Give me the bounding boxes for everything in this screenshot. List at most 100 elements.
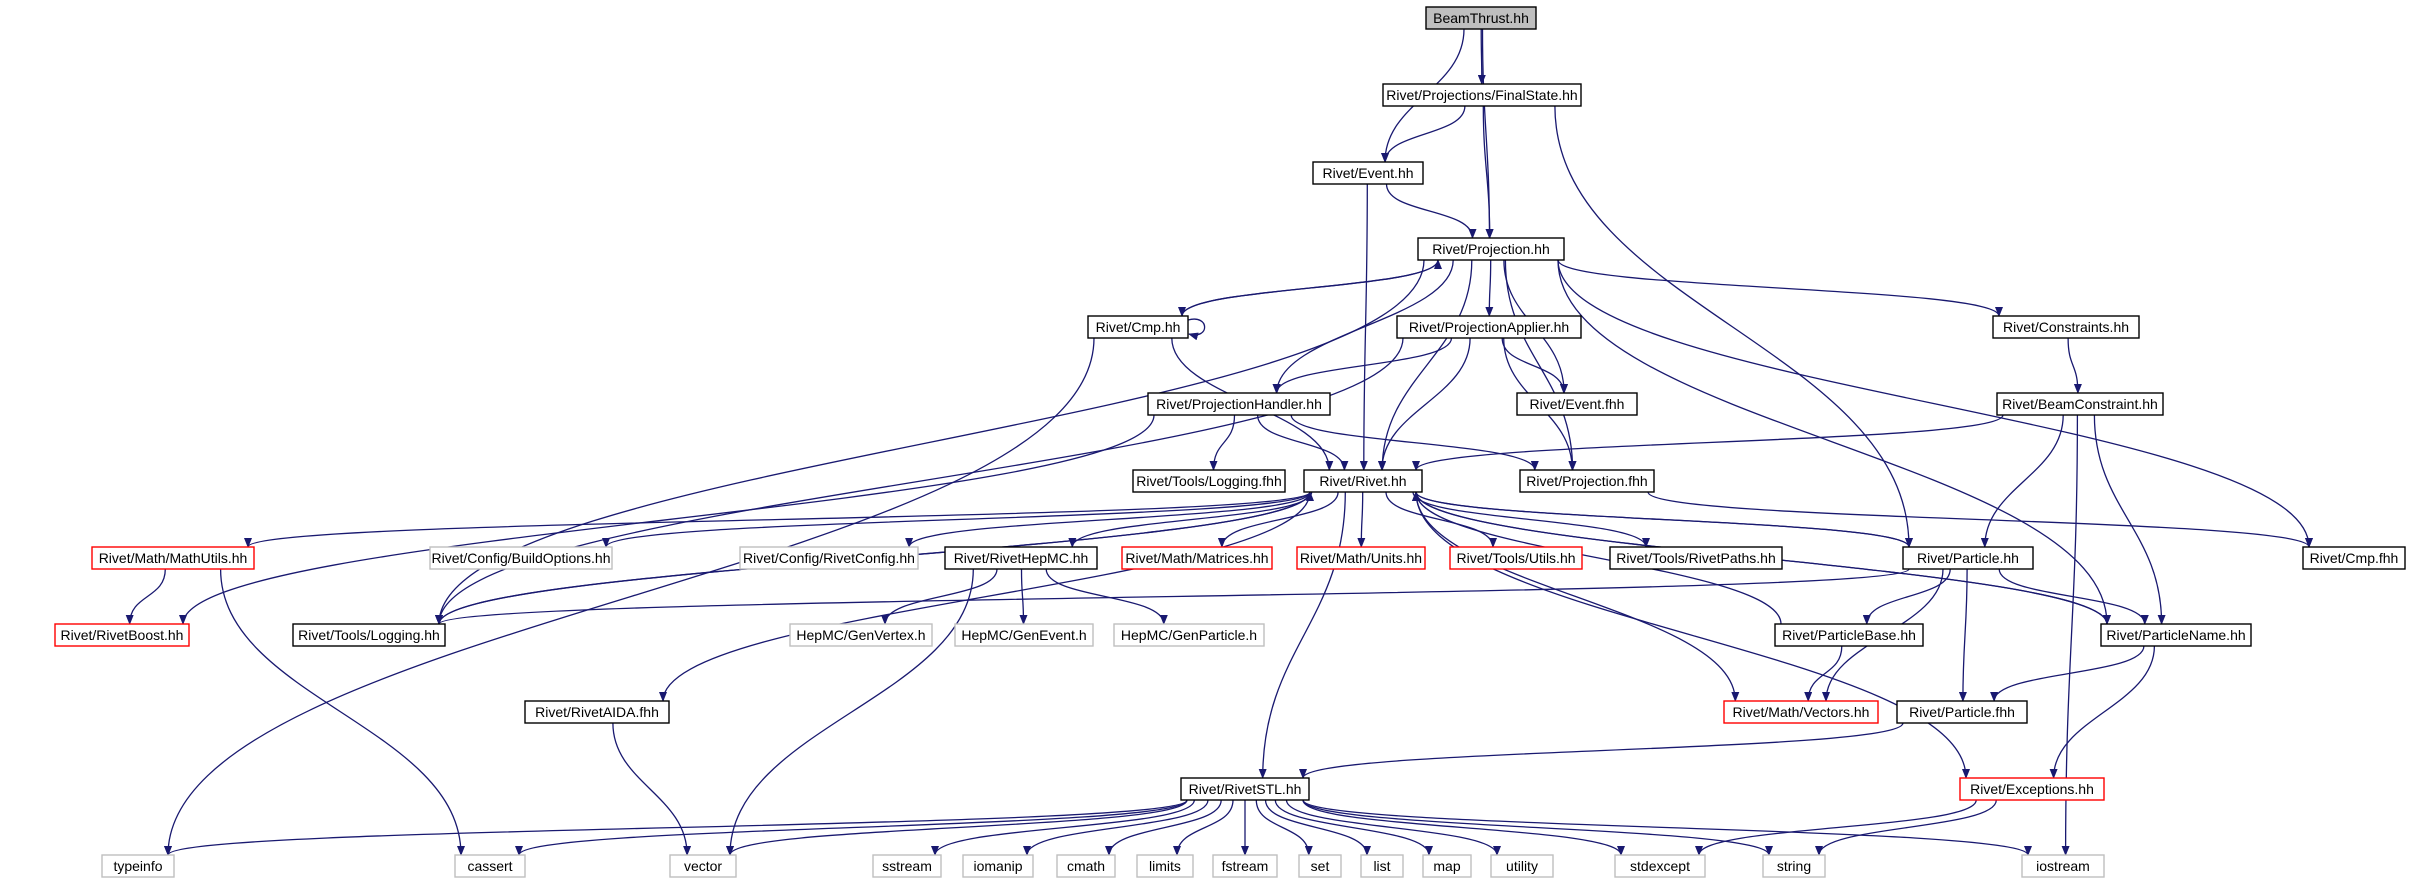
node-matrices[interactable]: Rivet/Math/Matrices.hh [1121, 546, 1273, 570]
edge-rivetstl-to-iostream [1302, 799, 2032, 856]
node-label: Rivet/RivetBoost.hh [61, 627, 184, 643]
node-label: HepMC/GenVertex.h [796, 627, 925, 643]
edge-rivet-to-mathutils [244, 491, 1311, 548]
edge-projfhh-to-cmpfhh [1647, 491, 2313, 548]
node-label: Rivet/BeamConstraint.hh [2002, 396, 2158, 412]
node-toolslogfhh[interactable]: Rivet/Tools/Logging.fhh [1132, 469, 1286, 493]
node-utils[interactable]: Rivet/Tools/Utils.hh [1449, 546, 1583, 570]
node-box [1180, 777, 1310, 801]
edge-cmp-to-cmp [1187, 318, 1206, 341]
node-constraints[interactable]: Rivet/Constraints.hh [1992, 315, 2140, 339]
edge-projection-to-projapplier [1485, 259, 1494, 317]
node-box [1382, 83, 1582, 107]
node-label: Rivet/Math/Units.hh [1300, 550, 1422, 566]
node-toolslog[interactable]: Rivet/Tools/Logging.hh [292, 623, 446, 647]
node-stdexcept: stdexcept [1614, 854, 1706, 878]
node-cmp[interactable]: Rivet/Cmp.hh [1087, 315, 1189, 339]
edge-rivetstl-to-vector [726, 799, 1188, 856]
node-projhandler[interactable]: Rivet/ProjectionHandler.hh [1147, 392, 1331, 416]
node-box [2302, 546, 2406, 570]
node-box [1422, 854, 1472, 878]
node-label: list [1373, 858, 1390, 874]
node-units[interactable]: Rivet/Math/Units.hh [1296, 546, 1426, 570]
edge-rivetstl-to-stdexcept [1302, 799, 1625, 856]
node-box [292, 623, 446, 647]
node-label: typeinfo [113, 858, 162, 874]
edge-exceptions-to-stdexcept [1695, 799, 1977, 856]
node-box [1614, 854, 1706, 878]
node-box [1056, 854, 1116, 878]
edge-rivethepmc-to-genvertex [881, 568, 998, 625]
edge-particlename-to-exceptions [2049, 645, 2156, 779]
node-label: Rivet/Tools/Utils.hh [1456, 550, 1575, 566]
node-projection[interactable]: Rivet/Projection.hh [1417, 237, 1565, 261]
node-box [1490, 854, 1554, 878]
node-box [1992, 315, 2140, 339]
node-label: Rivet/RivetHepMC.hh [954, 550, 1089, 566]
edge-rivethepmc-to-genevent [1019, 568, 1028, 625]
edge-projapplier-to-eventfhh [1501, 337, 1568, 394]
node-rivet[interactable]: Rivet/Rivet.hh [1303, 469, 1423, 493]
edge-beamthrust-to-finalstate [1477, 28, 1486, 85]
node-label: cassert [467, 858, 512, 874]
edge-particlebase-to-rivet [1412, 491, 1782, 625]
node-label: Rivet/Tools/Logging.fhh [1136, 473, 1282, 489]
node-label: Rivet/Particle.hh [1917, 550, 2019, 566]
node-beamthrust[interactable]: BeamThrust.hh [1425, 6, 1537, 30]
node-rivetaida[interactable]: Rivet/RivetAIDA.fhh [524, 700, 670, 724]
node-beamconstraint[interactable]: Rivet/BeamConstraint.hh [1996, 392, 2164, 416]
node-vectors[interactable]: Rivet/Math/Vectors.hh [1723, 700, 1879, 724]
edge-mathutils-to-cassert [219, 568, 465, 856]
edge-projection-to-projfhh [1504, 259, 1577, 471]
node-particlefhh[interactable]: Rivet/Particle.fhh [1896, 700, 2028, 724]
edge-event-to-rivet [1359, 183, 1368, 471]
node-string: string [1762, 854, 1826, 878]
node-box [1296, 546, 1426, 570]
node-rivetboost[interactable]: Rivet/RivetBoost.hh [54, 623, 190, 647]
node-buildoptions: Rivet/Config/BuildOptions.hh [429, 546, 613, 570]
node-event[interactable]: Rivet/Event.hh [1312, 161, 1424, 185]
node-label: Rivet/Config/RivetConfig.hh [743, 550, 915, 566]
edge-rivetstl-to-cassert [515, 799, 1188, 856]
node-box [1396, 315, 1582, 339]
node-box [1087, 315, 1189, 339]
node-particle[interactable]: Rivet/Particle.hh [1902, 546, 2034, 570]
node-box [1896, 700, 2028, 724]
node-exceptions[interactable]: Rivet/Exceptions.hh [1959, 777, 2105, 801]
node-particlebase[interactable]: Rivet/ParticleBase.hh [1774, 623, 1924, 647]
node-vector: vector [669, 854, 737, 878]
edge-particle-to-toolslog [435, 568, 1910, 625]
node-cmpfhh[interactable]: Rivet/Cmp.fhh [2302, 546, 2406, 570]
edge-rivet-to-rivetpaths [1412, 491, 1650, 548]
node-label: HepMC/GenEvent.h [961, 627, 1086, 643]
edge-mathutils-to-rivetboost [125, 568, 166, 625]
node-label: Rivet/Math/MathUtils.hh [99, 550, 248, 566]
node-mathutils[interactable]: Rivet/Math/MathUtils.hh [91, 546, 255, 570]
node-projfhh[interactable]: Rivet/Projection.fhh [1519, 469, 1655, 493]
edge-projection-to-cmpfhh [1557, 259, 2313, 548]
node-particlename[interactable]: Rivet/ParticleName.hh [2100, 623, 2252, 647]
node-label: string [1777, 858, 1811, 874]
node-box [1136, 854, 1194, 878]
node-rivetpaths[interactable]: Rivet/Tools/RivetPaths.hh [1609, 546, 1783, 570]
node-rivetconfig: Rivet/Config/RivetConfig.hh [739, 546, 919, 570]
edge-particle-to-rivet [1412, 491, 1910, 548]
node-box [1902, 546, 2034, 570]
node-label: Rivet/Projection.fhh [1526, 473, 1647, 489]
node-finalstate[interactable]: Rivet/Projections/FinalState.hh [1382, 83, 1582, 107]
node-rivethepmc[interactable]: Rivet/RivetHepMC.hh [944, 546, 1098, 570]
edge-rivetstl-to-typeinfo [164, 799, 1188, 856]
edge-projapplier-to-rivet [1377, 337, 1471, 471]
node-label: utility [1506, 858, 1538, 874]
edge-rivetstl-to-iomanip [1023, 799, 1209, 856]
edge-exceptions-to-string [1815, 799, 1997, 856]
node-eventfhh[interactable]: Rivet/Event.fhh [1516, 392, 1638, 416]
node-label: iostream [2036, 858, 2090, 874]
node-genvertex: HepMC/GenVertex.h [789, 623, 933, 647]
edge-rivet-to-matrices [1217, 491, 1339, 548]
node-rivetstl[interactable]: Rivet/RivetSTL.hh [1180, 777, 1310, 801]
node-projapplier[interactable]: Rivet/ProjectionApplier.hh [1396, 315, 1582, 339]
node-typeinfo: typeinfo [101, 854, 175, 878]
node-label: Rivet/Event.fhh [1530, 396, 1625, 412]
edge-rivetstl-to-limits [1173, 799, 1234, 856]
